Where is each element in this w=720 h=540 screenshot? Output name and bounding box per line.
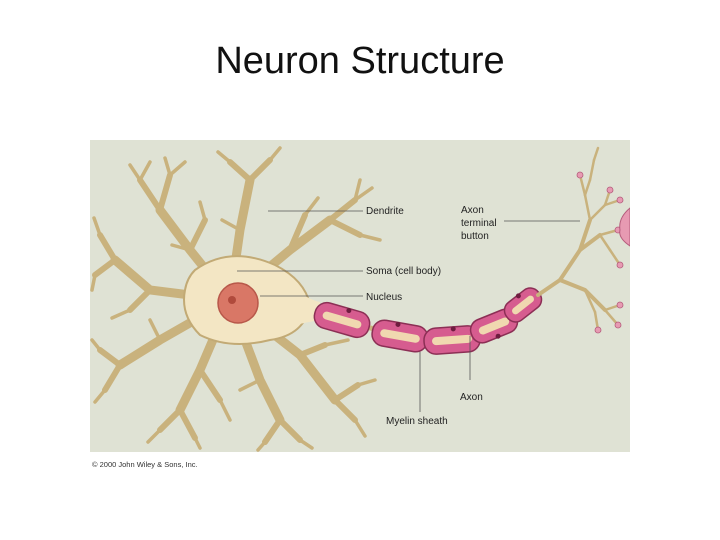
leader-lines [237, 210, 580, 412]
neuron-figure: Dendrite Soma (cell body) Nucleus Axon t… [90, 140, 630, 452]
myelin-segments [313, 287, 543, 355]
myelin-segment [371, 319, 429, 353]
label-nucleus: Nucleus [366, 292, 402, 303]
terminal-synapse [619, 207, 630, 247]
copyright-notice: © 2000 John Wiley & Sons, Inc. [92, 460, 198, 469]
myelin-segment [503, 287, 543, 323]
slide-title: Neuron Structure [215, 40, 505, 82]
myelin-segment [423, 325, 481, 355]
myelin-segment [313, 301, 371, 339]
terminal-buttons [576, 171, 624, 334]
label-axon-terminal-line1: Axon [461, 205, 484, 216]
myelin-segment [469, 308, 519, 344]
neuron-diagram: Dendrite Soma (cell body) Nucleus Axon t… [90, 140, 630, 452]
label-dendrite: Dendrite [366, 206, 404, 217]
nucleus [217, 282, 259, 324]
label-myelin-sheath: Myelin sheath [386, 416, 448, 427]
label-axon-terminal-line2: terminal [461, 218, 497, 229]
nucleolus [228, 296, 236, 304]
label-axon-terminal-line3: button [461, 231, 489, 242]
label-axon: Axon [460, 392, 483, 403]
label-soma: Soma (cell body) [366, 266, 441, 277]
